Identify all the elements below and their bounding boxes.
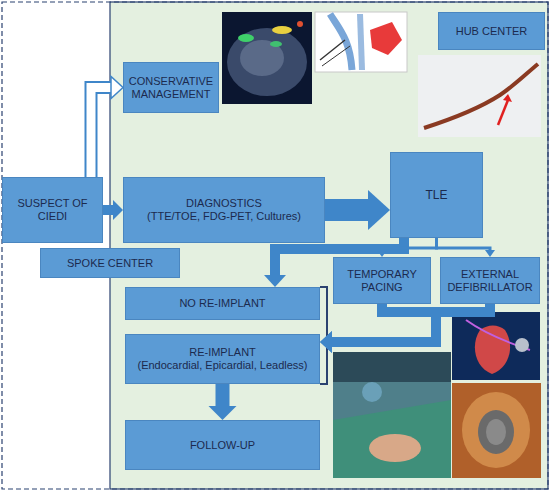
box-text: SPOKE CENTER	[67, 257, 153, 270]
box-text: FOLLOW-UP	[190, 439, 255, 452]
process-box: DIAGNOSTICS(TTE/TOE, FDG-PET, Cultures)	[123, 177, 325, 243]
flow-arrow	[91, 77, 123, 178]
process-box: EXTERNAL DEFIBRILLATOR	[440, 257, 540, 304]
box-text: (Endocardial, Epicardial, Leadless)	[138, 359, 308, 372]
flow-arrow	[320, 304, 490, 353]
box-text: CONSERVATIVE MANAGEMENT	[128, 75, 214, 101]
surgery-photo	[333, 352, 451, 478]
box-text: HUB CENTER	[456, 25, 528, 38]
process-box: FOLLOW-UP	[125, 420, 320, 470]
process-box: HUB CENTER	[438, 12, 545, 50]
process-box: NO RE-IMPLANT	[125, 287, 320, 320]
box-text: TLE	[425, 189, 447, 202]
flow-arrow	[209, 384, 237, 420]
box-text: TEMPORARY PACING	[338, 268, 426, 294]
flow-arrow	[103, 200, 123, 220]
box-text: EXTERNAL DEFIBRILLATOR	[445, 268, 535, 294]
process-box: CONSERVATIVE MANAGEMENT	[123, 62, 219, 113]
box-text: DIAGNOSTICS	[186, 197, 262, 210]
heart-schematic	[315, 12, 407, 72]
box-text: SUSPECT OF CIEDI	[7, 197, 98, 223]
device-pocket-photo	[452, 383, 541, 478]
hub-panel	[110, 2, 548, 489]
box-text: (TTE/TOE, FDG-PET, Cultures)	[147, 210, 301, 223]
flow-arrow	[264, 238, 404, 287]
process-box: SPOKE CENTER	[40, 248, 180, 278]
process-box: TLE	[390, 152, 483, 238]
flow-arrow	[320, 304, 436, 353]
box-text: NO RE-IMPLANT	[179, 297, 265, 310]
flow-arrow	[377, 238, 437, 257]
bracket	[320, 287, 327, 384]
pet-scan-image	[222, 12, 312, 104]
process-box: TEMPORARY PACING	[333, 257, 431, 304]
process-box: RE-IMPLANT(Endocardial, Epicardial, Lead…	[125, 334, 320, 384]
lead-photo	[418, 55, 541, 137]
leadless-device-illustration	[452, 312, 540, 380]
flow-arrow	[325, 190, 390, 230]
flow-arrow	[437, 238, 496, 257]
process-box: SUSPECT OF CIEDI	[2, 177, 103, 243]
box-text: RE-IMPLANT	[189, 346, 256, 359]
